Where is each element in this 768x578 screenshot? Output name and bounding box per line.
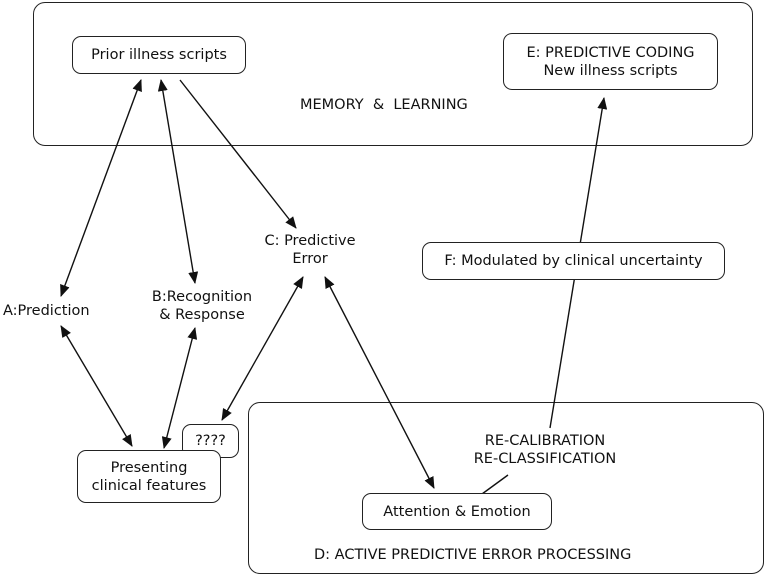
modulated-uncertainty-label: F: Modulated by clinical uncertainty — [444, 253, 703, 269]
prediction-label: A:Prediction — [3, 303, 90, 319]
prior-illness-scripts-label: Prior illness scripts — [91, 47, 227, 63]
arrow-prediction-to-presenting — [60, 325, 133, 447]
unknown-features-label: ???? — [195, 433, 226, 449]
attention-emotion-box: Attention & Emotion — [362, 493, 552, 530]
predictive-error-label: C: Predictive Error — [264, 233, 356, 267]
prior-illness-scripts-box: Prior illness scripts — [72, 36, 246, 74]
recalibration-label: RE-CALIBRATION RE-CLASSIFICATION — [473, 433, 617, 467]
new-illness-scripts-label: New illness scripts — [543, 62, 678, 79]
modulated-uncertainty-box: F: Modulated by clinical uncertainty — [422, 242, 725, 280]
active-processing-label: D: ACTIVE PREDICTIVE ERROR PROCESSING — [314, 547, 632, 563]
clinical-features-label: clinical features — [91, 477, 207, 494]
presenting-features-box: Presenting clinical features — [77, 450, 221, 503]
memory-learning-label: MEMORY & LEARNING — [300, 97, 468, 113]
attention-emotion-label: Attention & Emotion — [383, 503, 531, 520]
presenting-label: Presenting — [110, 459, 188, 476]
predictive-coding-box: E: PREDICTIVE CODING New illness scripts — [503, 33, 718, 90]
memory-learning-region — [33, 2, 753, 146]
active-processing-region — [248, 402, 764, 574]
predictive-coding-title: E: PREDICTIVE CODING — [526, 44, 695, 61]
recognition-response-label: B:Recognition & Response — [151, 289, 253, 323]
